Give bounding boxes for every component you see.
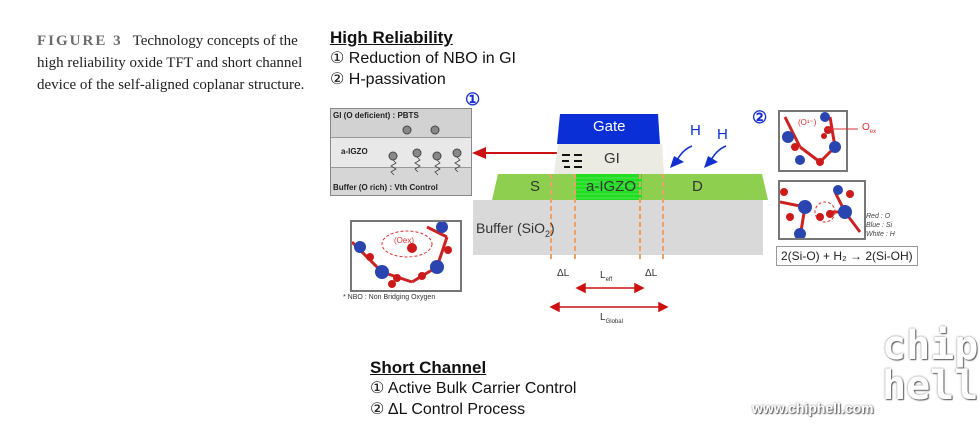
short-channel-title: Short Channel	[370, 358, 487, 377]
channel-layer	[576, 174, 642, 200]
figure-label: FIGURE 3	[37, 33, 123, 49]
oxygen-atoms-diagram	[388, 125, 462, 176]
gate-layer	[557, 114, 660, 144]
oxygen-molecule-image: (O¹⁻)	[778, 110, 848, 172]
gate-label: Gate	[593, 118, 626, 135]
molecule-structure	[780, 185, 862, 238]
buffer-layer	[473, 200, 763, 255]
buffer-sio2-label: Buffer (SiO2)	[476, 220, 555, 239]
gi-layer-label: GI	[604, 150, 620, 167]
hydrogen-bond-spring	[434, 159, 441, 176]
short-channel-item-1: ① Active Bulk Carrier Control	[370, 380, 577, 397]
o-ion-label: (O¹⁻)	[798, 118, 817, 127]
red-arrow-to-inset	[472, 147, 558, 159]
oxygen-atom	[432, 151, 442, 161]
hydrogen-bond-spring	[390, 159, 397, 176]
passivation-equation: 2(Si-O) + H₂ → 2(Si-OH)	[776, 246, 918, 266]
igzo-label: a-IGZO	[341, 147, 368, 156]
hydrogen-bond-spring	[454, 156, 461, 173]
l-global-label: LGlobal	[600, 312, 623, 325]
delta-l-right-label: ΔL	[645, 268, 658, 279]
marker-one: ①	[465, 90, 481, 109]
passivated-molecule-image	[778, 180, 866, 240]
l-eff-label: Leff	[600, 270, 613, 283]
hydrogen-label-2: H	[717, 126, 728, 143]
gi-label: GI (O deficient) : PBTS	[333, 111, 419, 120]
gi-igzo-buffer-inset: GI (O deficient) : PBTS a-IGZO Buffer (O…	[330, 108, 472, 196]
channel-label: a-IGZO	[586, 178, 637, 195]
caption-text: Technology concepts of the high reliabil…	[37, 33, 305, 93]
source-label: S	[530, 178, 541, 195]
oxygen-atom	[430, 125, 440, 135]
oxygen-atom	[402, 125, 412, 135]
oex-right-label: Oex	[862, 122, 877, 135]
marker-two: ②	[752, 108, 768, 127]
short-channel-section: Short Channel ① Active Bulk Carrier Cont…	[370, 358, 576, 420]
watermark-logo: chip hell	[882, 323, 979, 409]
molecule-structure	[352, 222, 452, 288]
hydrogen-bond-spring	[414, 156, 421, 173]
nbo-molecule-image: (Oex)	[350, 220, 462, 292]
nbo-note: * NBO : Non Bridging Oxygen	[343, 294, 436, 301]
short-channel-item-2: ② ΔL Control Process	[370, 401, 526, 418]
drain-label: D	[692, 178, 703, 195]
hydrogen-label-1: H	[690, 122, 701, 139]
molecule-structure	[782, 112, 841, 166]
oxygen-atom	[452, 148, 462, 158]
oxygen-atom	[388, 151, 398, 161]
high-reliability-item-1: ① Reduction of NBO in GI	[330, 50, 516, 67]
oex-pointer	[826, 128, 858, 130]
high-reliability-title: High Reliability	[330, 28, 453, 47]
oex-label: (Oex)	[394, 236, 414, 245]
atom-color-legend: Red : O Blue : Si White : H	[866, 213, 895, 238]
buffer-label: Buffer (O rich) : Vth Control	[333, 183, 438, 192]
watermark-url: www.chiphell.com	[752, 400, 874, 416]
delta-l-left-label: ΔL	[557, 268, 570, 279]
high-reliability-item-2: ② H-passivation	[330, 71, 446, 88]
tft-cross-section	[473, 114, 768, 260]
high-reliability-section: High Reliability ① Reduction of NBO in G…	[330, 28, 516, 90]
dimension-arrows	[549, 282, 669, 313]
oxygen-atom	[412, 148, 422, 158]
